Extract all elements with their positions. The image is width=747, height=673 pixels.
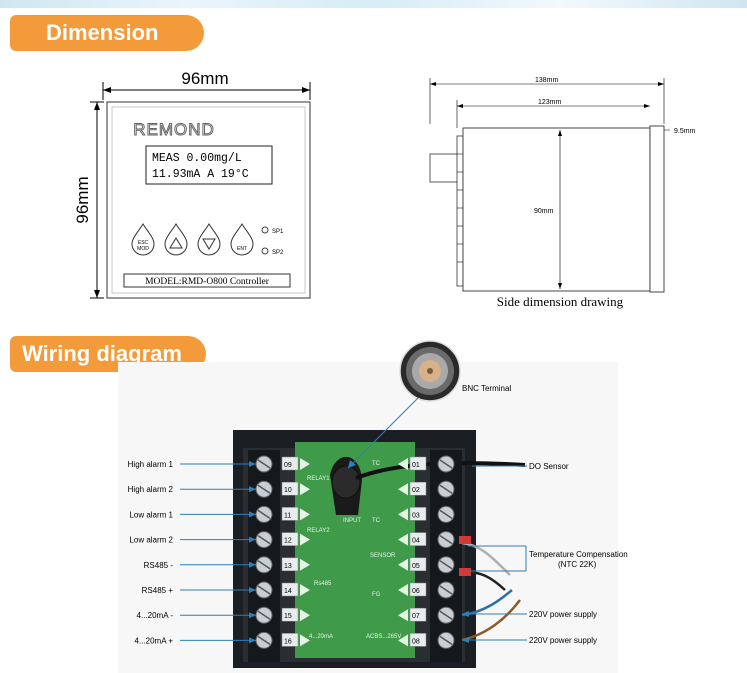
left-terminal-label: RS485 -: [144, 561, 174, 570]
bnc-terminal-label: BNC Terminal: [462, 384, 511, 393]
sp2-led: [261, 247, 269, 255]
lcd-line-1: MEAS 0.00mg/L: [152, 152, 242, 165]
left-terminal-number: 15: [284, 613, 292, 620]
left-terminal-label: High alarm 2: [128, 485, 174, 494]
right-terminal-number: 04: [412, 538, 420, 545]
temp-comp-sub: (NTC 22K): [558, 560, 597, 569]
right-terminal-row: 06: [398, 581, 455, 599]
wiring-diagram-header: Wiring diagram: [10, 336, 206, 372]
inner-rs485: Rs485: [314, 581, 332, 587]
inner-4-20ma: 4...20mA: [309, 634, 333, 640]
side-front-panel: [649, 125, 665, 293]
sp1-label: SP1: [272, 229, 284, 235]
top-banner-strip: [0, 0, 747, 8]
front-panel: [106, 101, 311, 299]
side-body-length: 123mm: [538, 99, 562, 106]
lcd-line-2: 11.93mA A 19°C: [152, 168, 249, 181]
side-body: [462, 127, 651, 292]
sp1-led: [261, 226, 269, 234]
front-dimension-drawing: 96mm 96mm REMOND MEAS 0.00mg/L 11.93mA A…: [73, 69, 311, 299]
left-terminal-row: 10 High alarm 2: [128, 480, 310, 498]
inner-acbs: ACBS...265V: [366, 634, 401, 640]
right-terminal-row: 03: [398, 505, 455, 523]
left-terminal-row: 15 4...20mA -: [137, 606, 310, 624]
inner-fg: FG: [372, 592, 381, 598]
left-terminal-label: Low alarm 2: [129, 536, 173, 545]
left-terminal-row: 09 High alarm 1: [128, 455, 310, 473]
do-sensor-label: DO Sensor: [529, 462, 569, 471]
left-terminal-number: 10: [284, 487, 292, 494]
left-terminal-number: 14: [284, 588, 292, 595]
side-dimension-drawing: 138mm 123mm 9.5mm 90mm Side dimension dr…: [429, 77, 696, 309]
left-terminal-number: 13: [284, 563, 292, 570]
side-panel-thickness: 9.5mm: [674, 128, 696, 135]
brand-logo: REMOND: [133, 120, 215, 139]
left-terminal-number: 09: [284, 462, 292, 469]
ent-button: ENT: [230, 223, 254, 256]
left-terminal-label: RS485 +: [142, 586, 174, 595]
temp-comp-label: Temperature Compensation: [529, 550, 628, 559]
side-caption: Side dimension drawing: [497, 294, 624, 309]
right-terminal-row: 05: [398, 556, 455, 574]
left-terminal-label: 4...20mA +: [135, 636, 174, 645]
inner-relay1: RELAY1: [307, 476, 330, 482]
left-terminal-row: 14 RS485 +: [142, 581, 310, 599]
right-terminal-number: 01: [412, 462, 420, 469]
right-terminal-row: 01: [398, 455, 455, 473]
dimension-header: Dimension: [10, 15, 204, 51]
down-button: [197, 223, 221, 256]
model-label: MODEL:RMD-O800 Controller: [145, 277, 270, 287]
power-supply-label-1: 220V power supply: [529, 610, 597, 619]
left-terminal-number: 12: [284, 538, 292, 545]
front-width-label: 96mm: [181, 69, 228, 88]
right-terminal-row: 08: [398, 631, 455, 649]
left-terminal-label: 4...20mA -: [137, 611, 174, 620]
side-height-label: 90mm: [534, 208, 554, 215]
left-terminal-row: 16 4...20mA +: [135, 631, 310, 649]
left-terminal-number: 16: [284, 638, 292, 645]
wiring-diagram: RELAY1 RELAY2 Rs485 4...20mA INPUT TC TC…: [118, 340, 628, 673]
lcd-display: [145, 145, 273, 185]
right-terminal-number: 03: [412, 512, 420, 519]
right-terminal-number: 06: [412, 588, 420, 595]
power-supply-label-2: 220V power supply: [529, 636, 597, 645]
left-terminal-row: 13 RS485 -: [144, 556, 310, 574]
left-terminal-row: 11 Low alarm 1: [129, 505, 310, 523]
esc-mod-button: ESC MOD: [131, 223, 155, 256]
left-terminal-row: 12 Low alarm 2: [129, 531, 310, 549]
model-box: [123, 273, 291, 288]
inner-sensor: SENSOR: [370, 553, 396, 559]
esc-mod-label: ESC: [138, 240, 149, 246]
sp2-label: SP2: [272, 250, 284, 256]
right-terminal-row: 07: [398, 606, 455, 624]
inner-input: INPUT: [343, 518, 361, 524]
right-terminal-number: 08: [412, 638, 420, 645]
inner-relay2: RELAY2: [307, 528, 330, 534]
svg-text:MOD: MOD: [137, 246, 149, 252]
right-terminal-number: 07: [412, 613, 420, 620]
left-terminal-label: Low alarm 1: [129, 510, 173, 519]
inner-tc-2: TC: [372, 518, 381, 524]
side-total-length: 138mm: [535, 77, 559, 84]
left-terminal-label: High alarm 1: [128, 460, 174, 469]
inner-tc-1: TC: [372, 461, 381, 467]
front-height-label: 96mm: [73, 176, 92, 223]
left-terminal-number: 11: [284, 512, 291, 519]
up-button: [164, 223, 188, 256]
right-terminal-row: 04: [398, 531, 455, 549]
right-terminal-row: 02: [398, 480, 455, 498]
right-terminal-number: 02: [412, 487, 420, 494]
right-terminal-number: 05: [412, 563, 420, 570]
svg-text:ENT: ENT: [237, 246, 247, 252]
